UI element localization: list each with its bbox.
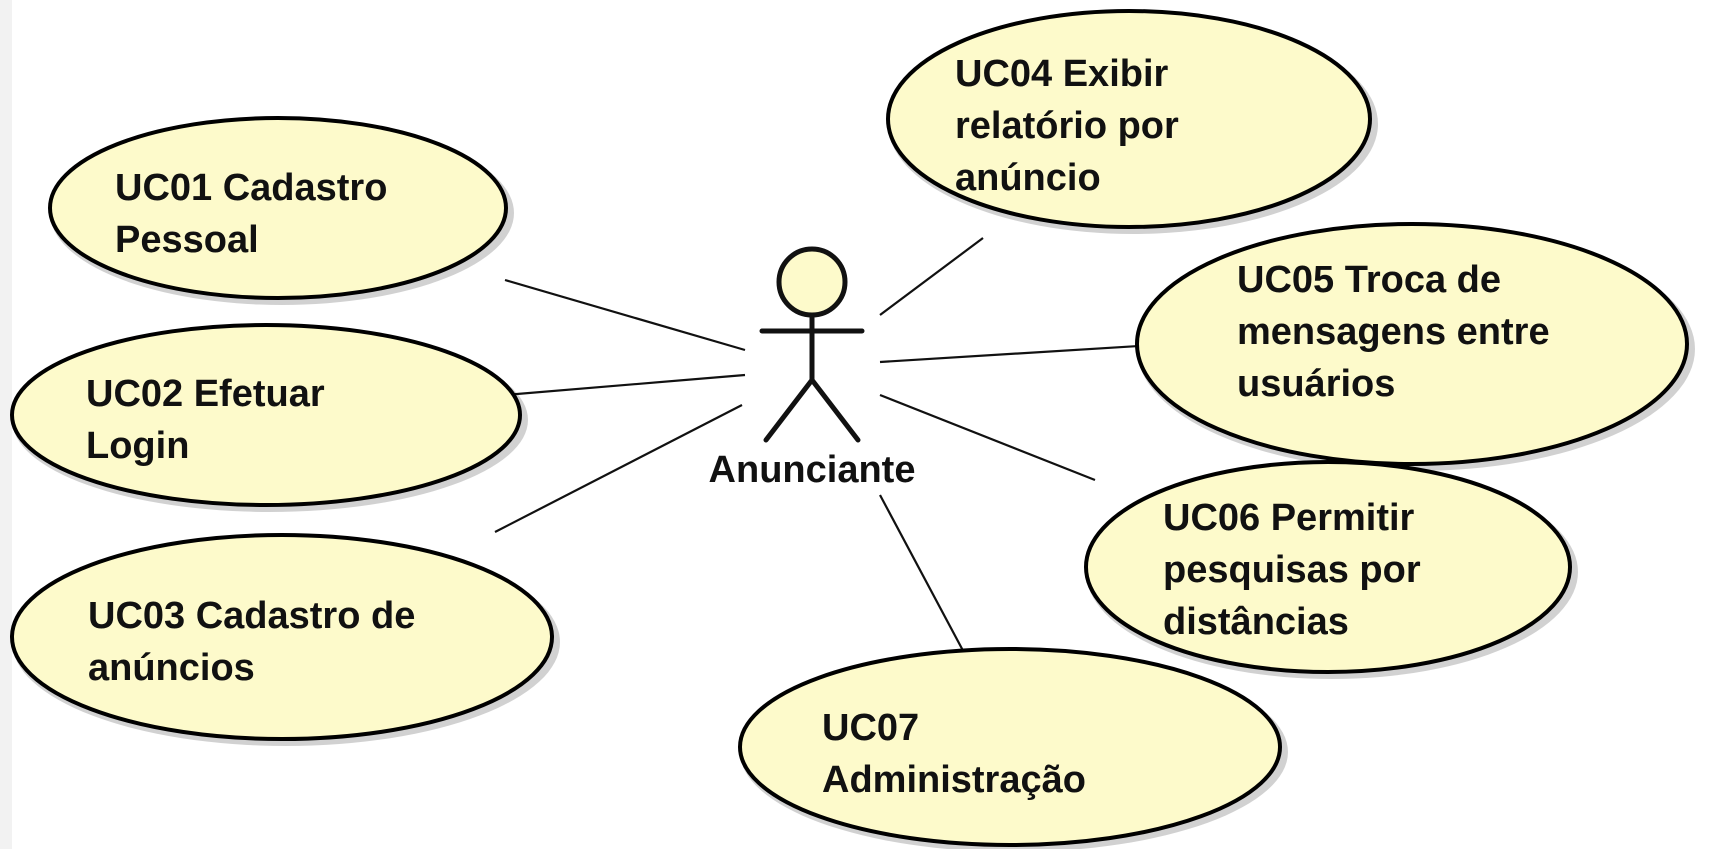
uc04-label-line-1: UC04 Exibir bbox=[955, 53, 1169, 95]
actor-label: Anunciante bbox=[709, 449, 916, 491]
association-uc05 bbox=[879, 343, 1156, 364]
use-case-uc03[interactable]: UC03 Cadastro de anúncios bbox=[10, 533, 560, 746]
use-case-uc01[interactable]: UC01 Cadastro Pessoal bbox=[48, 116, 514, 305]
uc06-label-line-1: UC06 Permitir bbox=[1163, 497, 1415, 539]
uc06-label-line-2: pesquisas por bbox=[1163, 549, 1421, 591]
uc04-label: UC04 Exibir relatório por anúncio bbox=[955, 53, 1189, 199]
actor-anunciante[interactable]: Anunciante bbox=[709, 246, 916, 491]
association-uc03 bbox=[494, 404, 743, 533]
left-edge-strip bbox=[0, 0, 12, 849]
uc04-ellipse bbox=[886, 9, 1372, 229]
associations bbox=[494, 237, 1156, 661]
uc05-label-line-2: mensagens entre bbox=[1237, 311, 1550, 353]
uc05-label-line-3: usuários bbox=[1237, 363, 1395, 405]
use-case-uc02[interactable]: UC02 Efetuar Login bbox=[10, 323, 528, 512]
uc07-ellipse bbox=[738, 647, 1282, 847]
uc03-label-line-2: anúncios bbox=[88, 647, 255, 689]
use-case-uc07[interactable]: UC07 Administração bbox=[738, 647, 1288, 849]
uc06-label: UC06 Permitir pesquisas por distâncias bbox=[1163, 497, 1431, 643]
uc03-label-line-1: UC03 Cadastro de bbox=[88, 595, 415, 637]
use-case-uc06[interactable]: UC06 Permitir pesquisas por distâncias bbox=[1084, 460, 1578, 679]
uc02-label: UC02 Efetuar Login bbox=[86, 373, 335, 467]
association-uc07 bbox=[879, 494, 969, 661]
uc05-ellipse bbox=[1135, 222, 1689, 466]
uc05-label-line-1: UC05 Troca de bbox=[1237, 259, 1501, 301]
uc01-ellipse bbox=[48, 116, 508, 300]
uc04-label-line-3: anúncio bbox=[955, 157, 1101, 199]
association-uc02 bbox=[504, 373, 746, 397]
uc01-label-line-2: Pessoal bbox=[115, 219, 259, 261]
association-uc01 bbox=[504, 278, 746, 352]
actor-head-icon bbox=[776, 246, 848, 318]
use-case-uc05[interactable]: UC05 Troca de mensagens entre usuários bbox=[1135, 222, 1695, 471]
actor-left-leg bbox=[763, 377, 815, 443]
uc03-ellipse bbox=[10, 533, 554, 741]
association-uc04 bbox=[879, 237, 984, 316]
uc06-ellipse bbox=[1084, 460, 1572, 674]
uc05-label: UC05 Troca de mensagens entre usuários bbox=[1237, 259, 1560, 405]
uc02-ellipse bbox=[10, 323, 522, 507]
actor-right-leg bbox=[809, 377, 861, 443]
uc01-label-line-1: UC01 Cadastro bbox=[115, 167, 387, 209]
association-uc06 bbox=[879, 393, 1096, 482]
uc07-label-line-1: UC07 bbox=[822, 707, 919, 749]
uc07-label: UC07 Administração bbox=[822, 707, 1086, 801]
use-case-uc04[interactable]: UC04 Exibir relatório por anúncio bbox=[886, 9, 1378, 234]
uc02-label-line-2: Login bbox=[86, 425, 189, 467]
uc07-label-line-2: Administração bbox=[822, 759, 1086, 801]
uc06-label-line-3: distâncias bbox=[1163, 601, 1349, 643]
uc04-label-line-2: relatório por bbox=[955, 105, 1179, 147]
uc01-label: UC01 Cadastro Pessoal bbox=[115, 167, 398, 261]
uc02-label-line-1: UC02 Efetuar bbox=[86, 373, 325, 415]
uc03-label: UC03 Cadastro de anúncios bbox=[88, 595, 426, 689]
